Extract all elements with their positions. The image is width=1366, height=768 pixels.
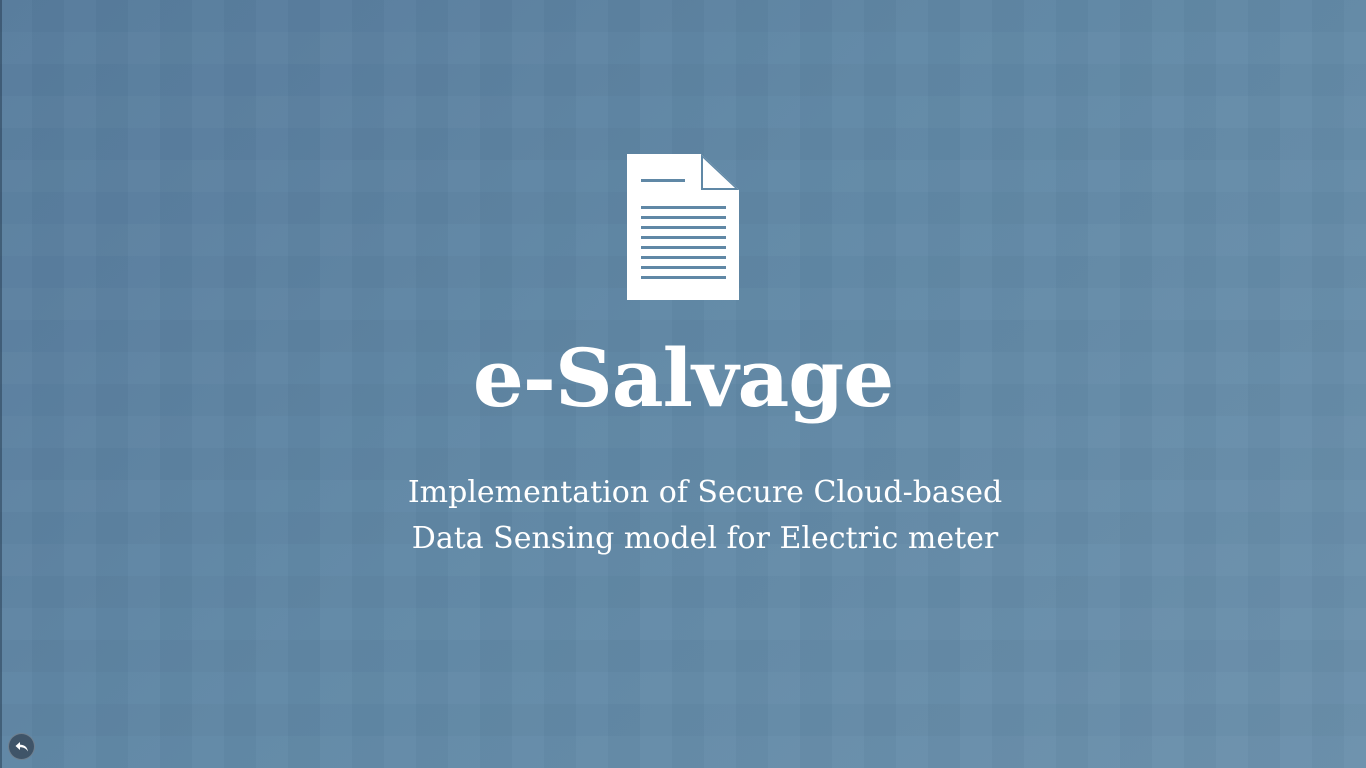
document-icon [627, 154, 739, 300]
back-arrow-icon [15, 741, 28, 751]
subtitle-line-1: Implementation of Secure Cloud-based [407, 475, 1003, 510]
back-button[interactable] [8, 733, 35, 760]
left-edge-border [0, 0, 2, 768]
subtitle-line-2: Data Sensing model for Electric meter [411, 521, 999, 556]
slide-title: e-Salvage [472, 331, 894, 425]
slide-subtitle: Implementation of Secure Cloud-based Dat… [380, 470, 1030, 562]
